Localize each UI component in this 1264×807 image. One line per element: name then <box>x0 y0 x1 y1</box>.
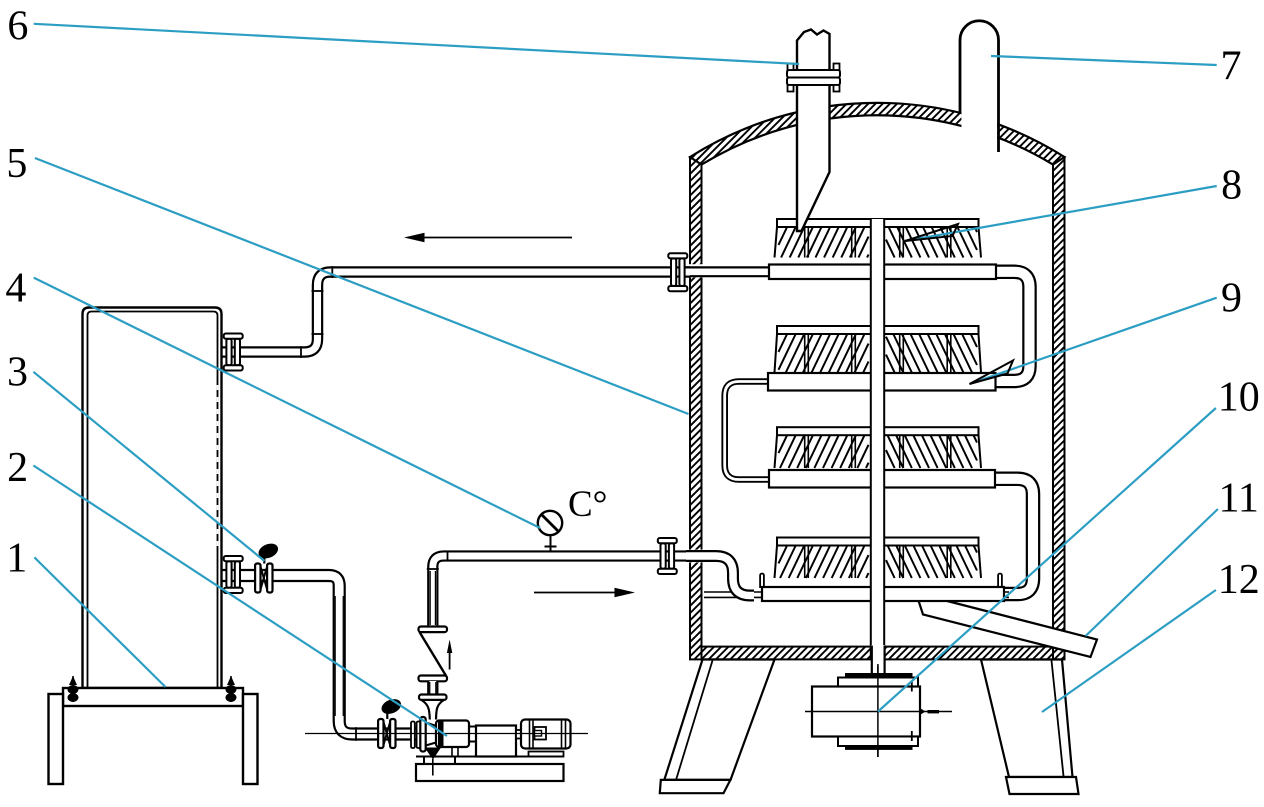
svg-text:4: 4 <box>5 266 26 312</box>
svg-text:C°: C° <box>568 484 607 525</box>
svg-text:6: 6 <box>7 3 28 49</box>
svg-text:3: 3 <box>7 350 28 396</box>
svg-text:11: 11 <box>1218 476 1258 522</box>
svg-text:12: 12 <box>1218 557 1260 603</box>
svg-text:5: 5 <box>6 141 27 187</box>
svg-text:9: 9 <box>1221 276 1242 322</box>
svg-text:1: 1 <box>6 536 27 582</box>
svg-text:7: 7 <box>1221 43 1242 89</box>
svg-text:8: 8 <box>1221 162 1242 208</box>
svg-text:2: 2 <box>7 445 28 491</box>
svg-text:10: 10 <box>1218 374 1260 420</box>
